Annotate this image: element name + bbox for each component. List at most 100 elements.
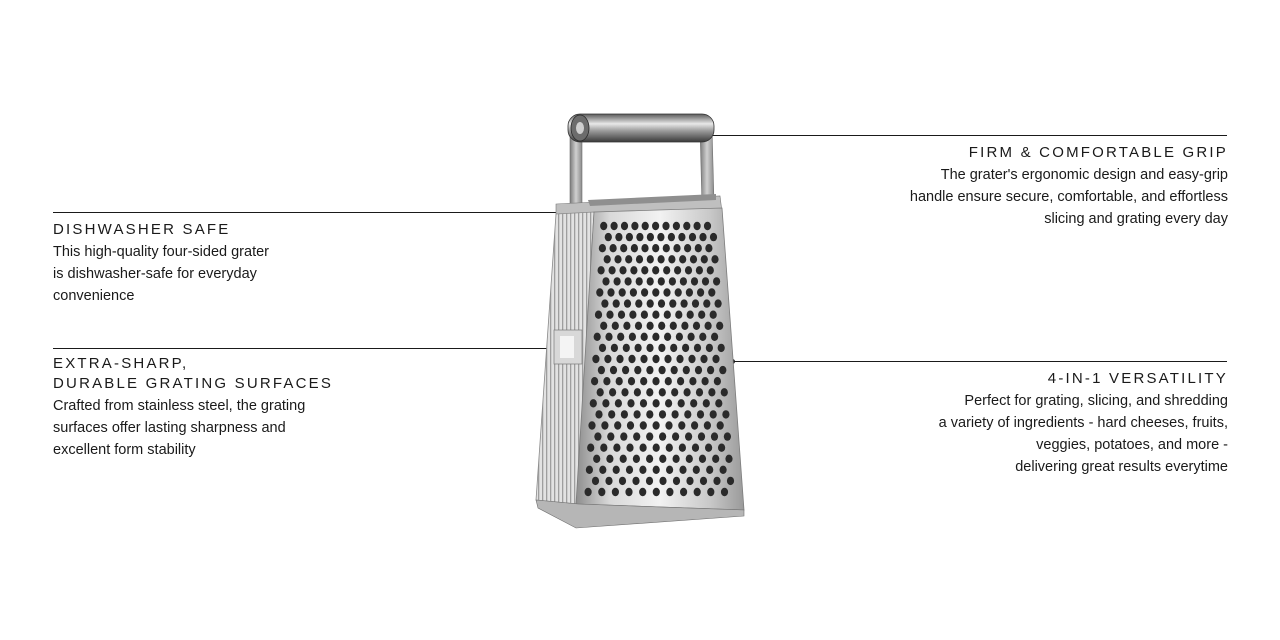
- grater-hole: [633, 410, 641, 419]
- grater-hole: [639, 421, 647, 430]
- grater-hole: [611, 321, 619, 330]
- grater-hole: [690, 277, 699, 286]
- grater-hole: [652, 221, 660, 231]
- grater-hole: [591, 377, 599, 386]
- grater-hole: [722, 410, 730, 419]
- grater-hole: [594, 310, 603, 319]
- grater-hole: [716, 321, 724, 330]
- grater-hole: [698, 454, 707, 463]
- grater-hole: [698, 310, 706, 319]
- grater-hole: [688, 354, 696, 364]
- grater-hole: [620, 432, 628, 441]
- grater-hole: [604, 354, 612, 364]
- grater-hole: [684, 266, 693, 275]
- grater-hole: [682, 343, 690, 353]
- grater-hole: [601, 299, 609, 308]
- feature-sharp-title-line: EXTRA-SHARP,: [53, 355, 189, 372]
- grater-hole: [652, 465, 660, 474]
- grater-hole: [596, 388, 604, 397]
- grater-hole: [663, 266, 671, 275]
- grater-hole: [596, 288, 604, 297]
- feature-sharp-description: Crafted from stainless steel, the gratin…: [53, 395, 333, 461]
- grip-leader-line: [676, 135, 1227, 136]
- grater-hole: [646, 432, 654, 441]
- feature-dishwasher-title: DISHWASHER SAFE: [53, 221, 231, 238]
- grater-hole: [705, 443, 713, 452]
- feature-grip: FIRM & COMFORTABLE GRIP The grater's erg…: [910, 143, 1228, 230]
- grater-hole: [652, 310, 660, 319]
- grater-hole: [652, 354, 660, 364]
- grater-hole: [662, 244, 670, 253]
- grater-hole: [634, 365, 642, 375]
- grater-hole: [620, 410, 628, 419]
- grater-hole: [609, 365, 618, 375]
- grater-hole: [593, 332, 601, 341]
- grater-hole: [723, 432, 731, 441]
- grater-hole: [658, 365, 666, 375]
- grater-hole: [685, 454, 693, 463]
- grater-hole: [725, 454, 733, 463]
- grater-hole: [646, 299, 654, 308]
- grater-hole: [646, 321, 654, 330]
- feature-dishwasher: DISHWASHER SAFE This high-quality four-s…: [53, 220, 269, 307]
- grater-hole: [693, 221, 701, 231]
- grater-hole: [623, 321, 631, 330]
- grater-hole: [632, 476, 640, 486]
- grater-hole: [666, 487, 674, 497]
- grater-hole: [664, 377, 672, 386]
- grater-hole: [601, 421, 609, 430]
- grater-hole: [696, 410, 705, 419]
- grater-hole: [613, 277, 621, 286]
- grater-hole: [630, 244, 638, 253]
- grater-hole: [715, 399, 723, 408]
- grater-hole: [593, 454, 601, 463]
- grater-hole: [665, 399, 673, 408]
- grater-hole: [713, 476, 721, 486]
- feature-sharp-line: surfaces offer lasting sharpness and: [53, 420, 286, 436]
- feature-versatility-line: Perfect for grating, slicing, and shredd…: [964, 393, 1228, 409]
- grater-hole: [620, 221, 629, 231]
- grater-hole: [592, 354, 600, 364]
- grater-hole: [675, 332, 683, 341]
- grater-hole: [658, 410, 667, 419]
- grater-hole: [726, 476, 735, 486]
- feature-versatility-title: 4-IN-1 VERSATILITY: [1047, 370, 1228, 387]
- grater-hole: [671, 388, 679, 397]
- grater-hole: [639, 465, 647, 474]
- grater-hole: [646, 343, 654, 353]
- grater-hole: [628, 332, 636, 341]
- grater-hole: [640, 354, 648, 364]
- grater-hole: [707, 365, 715, 375]
- grater-hole: [690, 399, 698, 408]
- grater-hole: [620, 244, 628, 253]
- grater-hole: [695, 266, 703, 275]
- grater-hole: [588, 421, 596, 430]
- grater-hole: [699, 232, 707, 242]
- grater-hole: [652, 399, 660, 408]
- grater-hole: [652, 377, 660, 386]
- feature-grip-title: FIRM & COMFORTABLE GRIP: [968, 144, 1228, 161]
- feature-grip-line: slicing and grating every day: [1044, 211, 1228, 227]
- grater-hole: [658, 321, 666, 330]
- grater-hole: [672, 221, 680, 231]
- grater-hole: [716, 421, 724, 430]
- grater-hole: [607, 288, 615, 297]
- grater-hole: [677, 377, 685, 386]
- grater-hole: [584, 487, 592, 497]
- grater-hole: [663, 288, 671, 297]
- grater-hole: [598, 343, 607, 353]
- grater-hole: [623, 299, 632, 308]
- grater-hole: [709, 232, 718, 242]
- grater-hole: [627, 399, 635, 408]
- grater-hole: [652, 487, 660, 497]
- grater-hole: [708, 288, 716, 297]
- grater-hole: [684, 410, 692, 419]
- grater-hole: [640, 377, 648, 386]
- grater-hole: [635, 299, 643, 308]
- grater-hole: [614, 421, 622, 430]
- grater-hole: [689, 377, 697, 386]
- grater-hole: [611, 487, 619, 497]
- grater-hole: [710, 432, 719, 441]
- grater-hole: [595, 410, 603, 419]
- grater-hole: [633, 432, 641, 441]
